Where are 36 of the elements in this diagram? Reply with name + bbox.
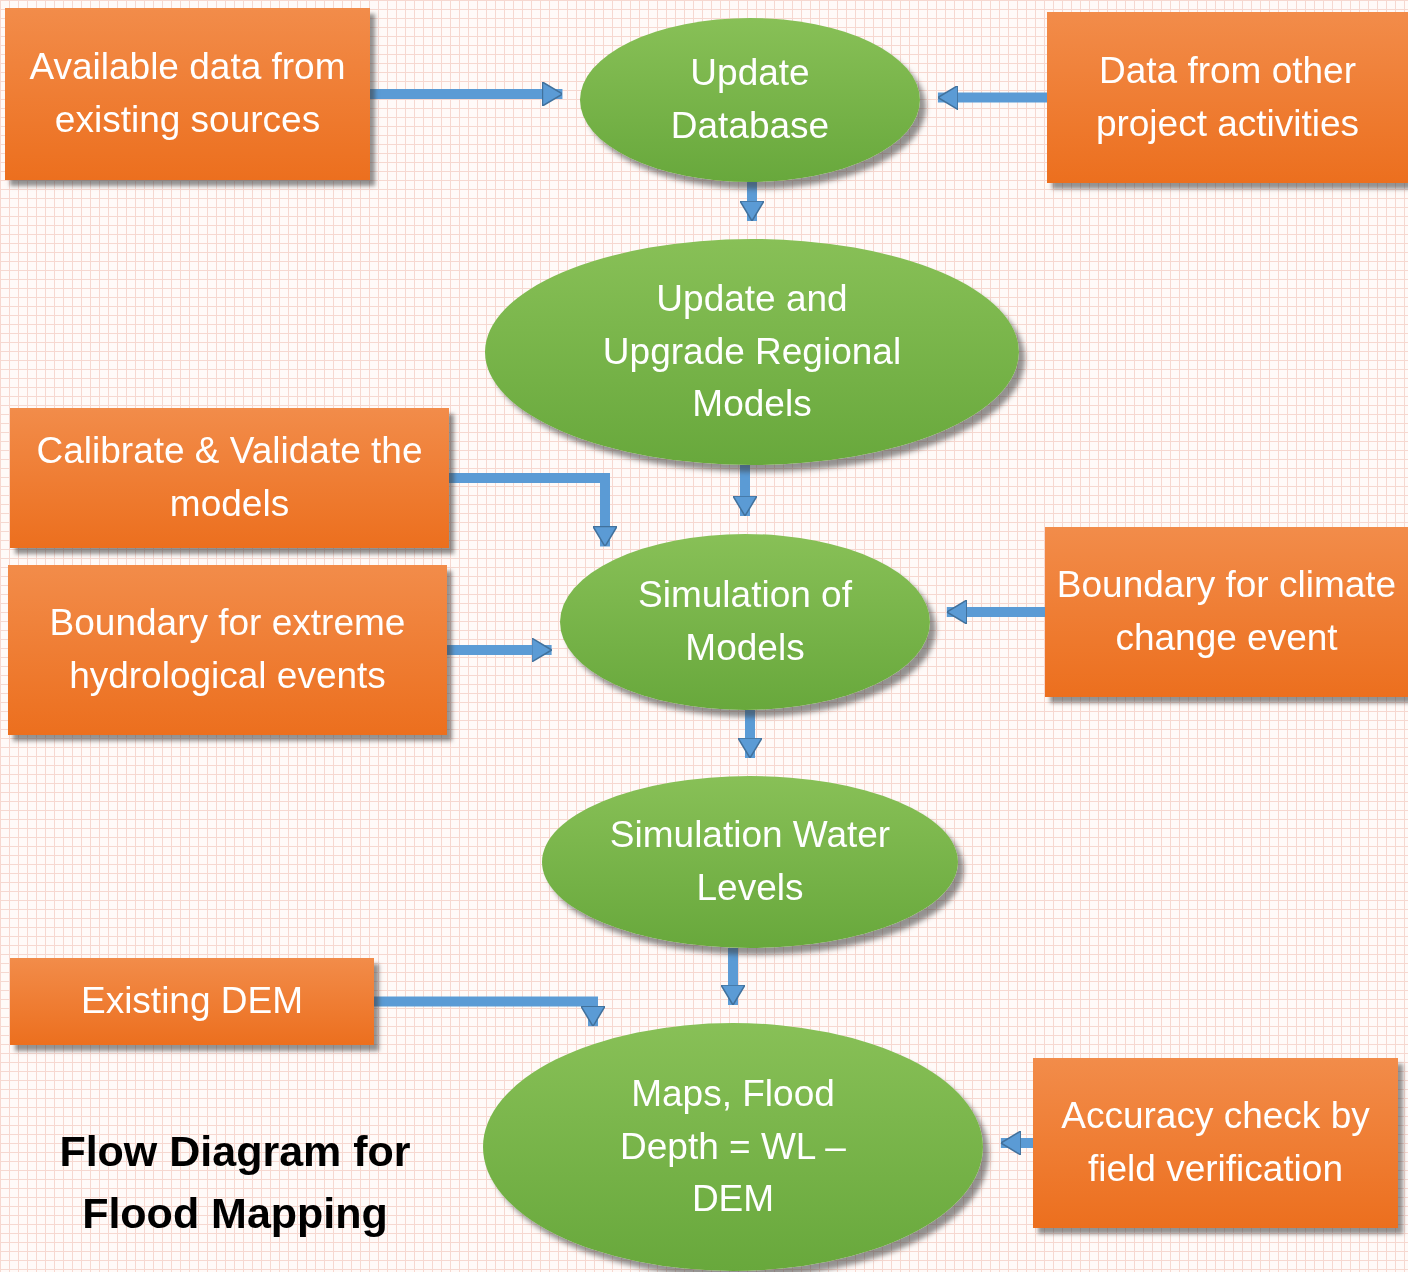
node-text: Data from other project activities <box>1094 48 1361 146</box>
input-box <box>5 8 370 180</box>
node-text: Available data from existing sources <box>28 45 347 142</box>
input-box <box>1033 1058 1398 1228</box>
process-ellipse <box>580 18 920 182</box>
node-text: Simulation of Models <box>637 573 853 670</box>
arrow <box>732 465 758 517</box>
process-ellipse <box>542 776 958 948</box>
arrow <box>937 84 1047 111</box>
arrow <box>720 948 746 1006</box>
input-box <box>1047 12 1408 183</box>
input-box <box>10 408 449 548</box>
process-ellipse <box>560 534 930 710</box>
diagram-title: Flow Diagram for Flood Mapping <box>58 1126 412 1240</box>
arrow <box>739 182 765 222</box>
process-ellipse <box>485 239 1019 465</box>
node-text: Accuracy check by field verification <box>1060 1094 1371 1191</box>
node-text: Maps, Flood Depth = WL – DEM <box>619 1072 847 1222</box>
arrow <box>737 710 763 759</box>
input-box <box>1045 527 1408 697</box>
arrow <box>370 81 564 107</box>
node-text: Boundary for climate change event <box>1055 563 1398 660</box>
node-text: Calibrate & Validate the models <box>35 429 424 526</box>
node-text: Simulation Water Levels <box>608 813 892 910</box>
arrow <box>449 473 618 548</box>
input-box <box>10 958 374 1045</box>
node-text: Update Database <box>669 51 831 148</box>
node-text: Existing DEM <box>80 979 304 1024</box>
arrow <box>946 599 1045 625</box>
process-ellipse <box>483 1023 983 1271</box>
node-text: Boundary for extreme hydrological events <box>48 601 407 698</box>
node-text: Update and Upgrade Regional Models <box>601 277 903 427</box>
input-box <box>8 565 447 735</box>
arrow <box>447 637 553 663</box>
arrow <box>374 996 606 1027</box>
arrow <box>1000 1130 1033 1156</box>
